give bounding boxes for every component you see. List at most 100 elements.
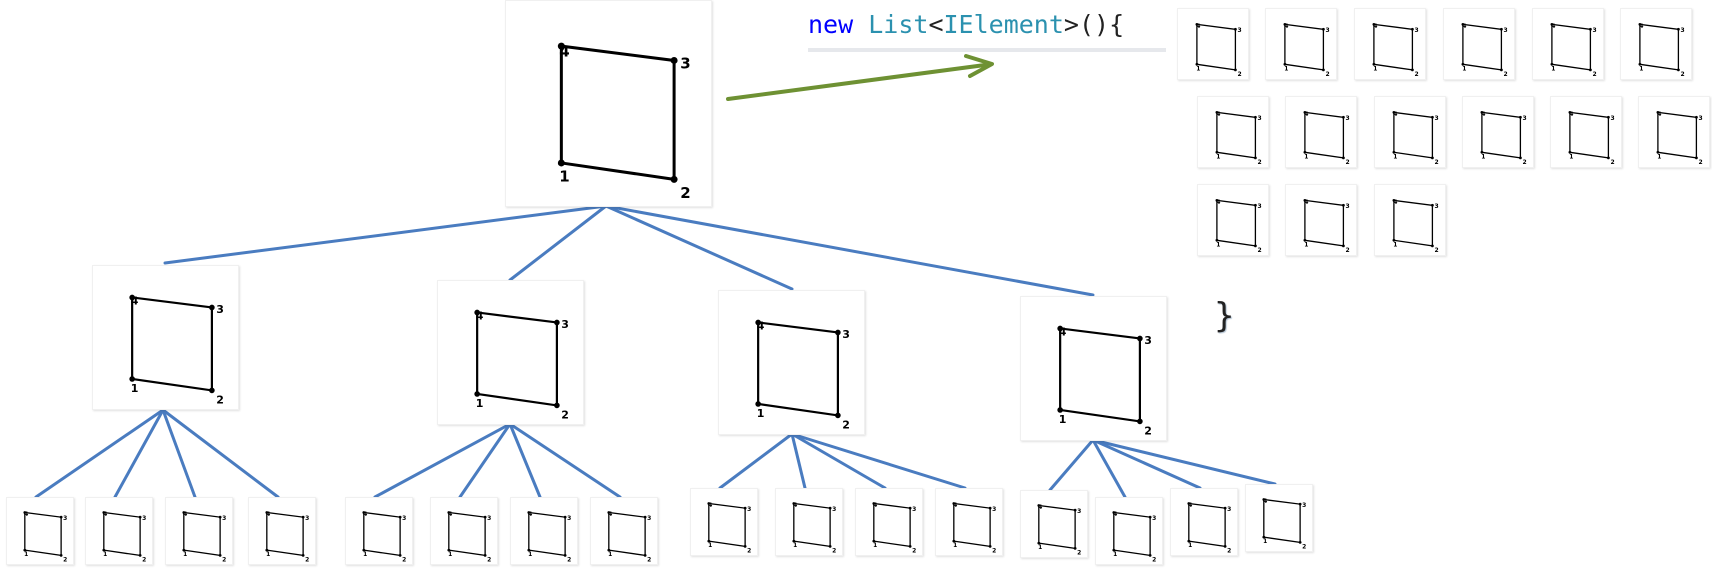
node-label-4: 4 [608,511,612,518]
node-point [1148,554,1152,557]
node-point [218,515,222,519]
node-label-1: 1 [1263,538,1267,545]
node-point [1372,62,1376,66]
node-label-1: 1 [1216,242,1220,249]
node-point [474,391,480,397]
node-point [1254,115,1257,119]
node-label-2: 2 [1415,71,1419,78]
node-point [1215,111,1219,114]
node-point [1342,156,1345,160]
quad-edge [1216,111,1257,159]
node-point [1298,541,1302,544]
node-point [483,554,487,557]
quad-edge [708,502,746,548]
node-point [554,402,560,409]
node-label-3: 3 [1326,27,1330,34]
node-point [1392,150,1396,154]
node-label-1: 1 [708,542,712,549]
tree-connector-line [1091,438,1277,486]
quad-edge [1393,111,1434,159]
node-label-3: 3 [842,328,850,341]
quad-edge [1188,502,1226,548]
node-label-2: 2 [912,547,916,554]
quad-edge [793,502,831,548]
code-gt: > [1063,10,1079,39]
node-point [129,376,135,382]
node-point [952,539,956,543]
node-label-1: 1 [1393,242,1397,249]
node-point [59,515,63,519]
node-label-3: 3 [1523,115,1527,122]
node-label-3: 3 [1415,27,1419,34]
node-label-2: 2 [832,547,836,554]
code-keyword-new: new [808,10,854,39]
code-list-declaration: new List<IElement>(){ [808,8,1166,52]
node-point [1589,68,1592,72]
node-point [398,515,402,519]
node-point [1500,27,1503,31]
node-point [1677,27,1680,31]
node-point [557,159,565,167]
node-point [1057,325,1063,332]
node-point [182,548,186,552]
node-point [1215,238,1219,242]
node-point [1342,115,1345,119]
node-point [1519,115,1522,119]
node-point [447,548,451,552]
node-label-2: 2 [1346,159,1350,166]
node-label-3: 3 [1144,334,1152,347]
node-label-3: 3 [1258,115,1262,122]
tree-connector-line [718,432,794,490]
node-label-1: 1 [24,551,28,558]
node-label-4: 4 [363,511,367,518]
tree-connector-line [34,408,165,499]
node-point [755,401,761,407]
node-label-1: 1 [1216,154,1220,161]
node-label-3: 3 [142,515,146,522]
quad-edge [1284,23,1325,71]
node-point [1303,238,1307,242]
node-point [743,506,747,510]
node-label-4: 4 [1551,23,1555,30]
node-label-1: 1 [183,551,187,558]
node-point [1037,504,1041,507]
node-point [1638,23,1642,26]
node-label-3: 3 [216,303,224,316]
node-point [1283,23,1287,26]
node-label-4: 4 [1263,498,1267,505]
node-point [563,554,567,557]
node-point [362,511,366,514]
node-label-4: 4 [559,42,569,60]
quad-edge [1304,111,1345,159]
node-label-1: 1 [1038,544,1042,551]
node-label-4: 4 [1038,504,1042,511]
node-label-1: 1 [1304,242,1308,249]
node-point [835,412,841,419]
node-point [301,515,305,519]
node-label-1: 1 [1657,154,1661,161]
node-label-4: 4 [1393,199,1397,206]
node-point [1234,27,1237,31]
node-label-4: 4 [448,511,452,518]
node-point [102,548,106,552]
node-label-4: 4 [1481,111,1485,118]
tree-connector-line [604,204,794,291]
node-label-2: 2 [561,408,569,421]
node-label-1: 1 [363,551,367,558]
node-label-1: 1 [1481,154,1485,161]
node-point [872,502,876,505]
